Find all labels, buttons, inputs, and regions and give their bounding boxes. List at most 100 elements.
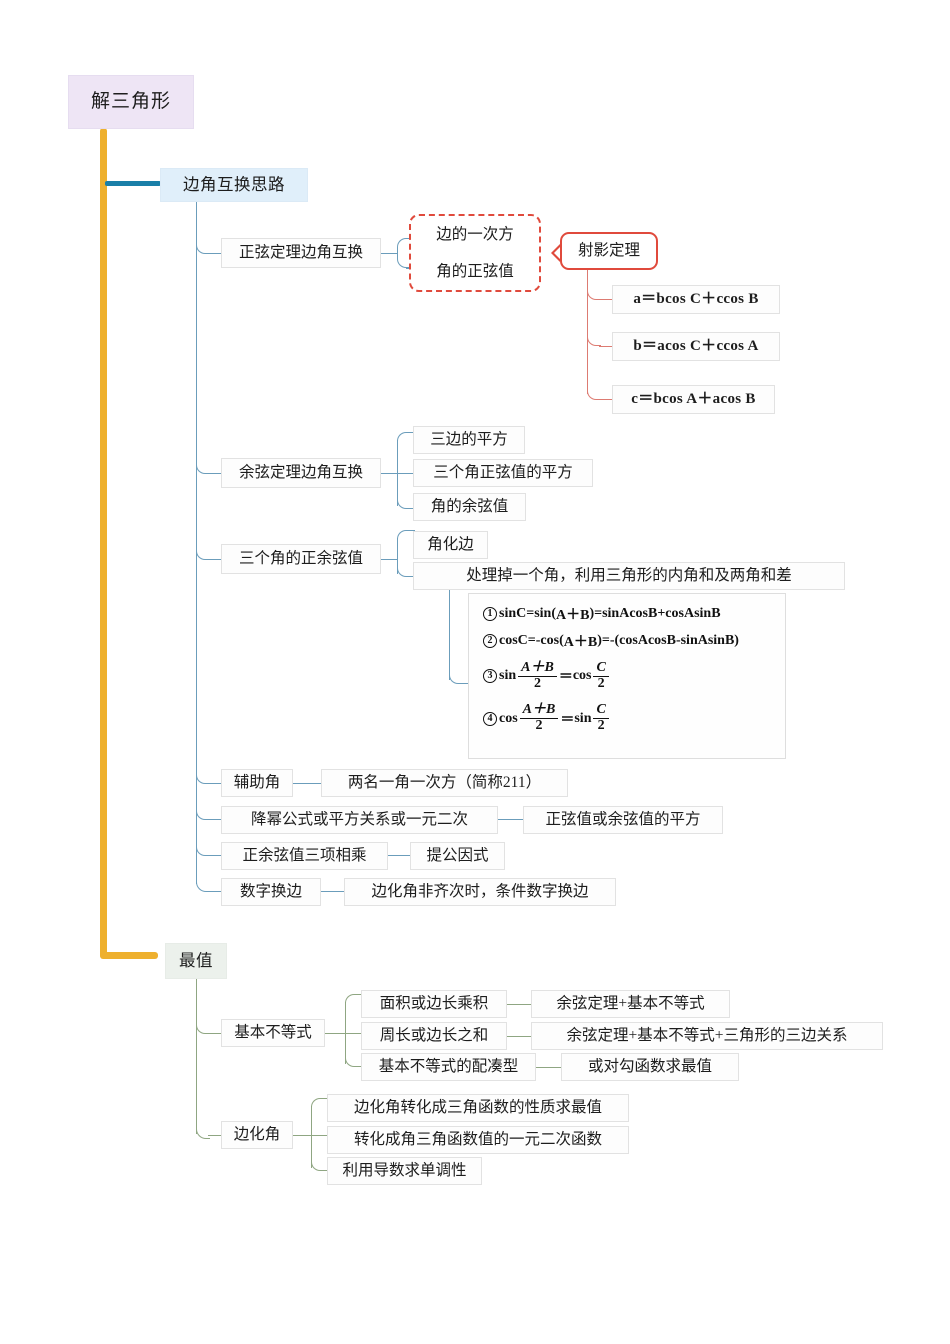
redbox-prong-lower [397,253,410,268]
node-tigongyinshi[interactable]: 提公因式 [410,842,505,870]
formula-projection-b[interactable]: b＝acos C＋ccos A [612,332,780,361]
bianhuajiao-stub-1 [321,1098,329,1100]
formula-projection-c[interactable]: c＝bcos A＋acos B [612,385,775,414]
node-yuxian-label: 余弦定理边角互换 [238,464,363,482]
formula-3-fraction-right: C 2 [593,660,609,691]
zhouchang-link [507,1035,532,1037]
node-mianji-bianchang[interactable]: 面积或边长乘积 [361,990,507,1018]
node-jiaohuabian-label: 角化边 [427,536,474,554]
bianhuajiao-stub-2 [311,1134,329,1136]
bianhuajiao-out-line [293,1134,311,1136]
zhengxian-to-redbox-line [381,252,397,254]
node-jibenbudengshi[interactable]: 基本不等式 [221,1019,325,1047]
formula-3-denominator-2: 2 [597,675,605,691]
mianji-link [507,1003,532,1005]
formula-number-2: 2 [483,634,497,648]
node-bianhuajiao-zhuanhua[interactable]: 边化角转化成三角函数的性质求最值 [327,1094,629,1122]
formula-2-mid: A＋B [563,635,598,650]
node-sanbian-pingfang[interactable]: 三边的平方 [413,426,525,454]
stub-line-bianhuajiao [208,1134,222,1136]
stub-to-fuzhujiao [196,770,214,784]
branch1-spine [196,202,198,884]
redbox-sine-properties[interactable]: 边的一次方 角的正弦值 [409,214,541,292]
formula-4-fraction-right: C 2 [593,703,609,733]
jiangmi-link [498,818,524,820]
node-bianhuajiao[interactable]: 边化角 [221,1121,293,1149]
sheying-stub-1 [587,286,601,300]
node-liangming-yijiao[interactable]: 两名一角一次方（简称211） [321,769,568,797]
formula-1-pre: sinC=sin( [499,606,556,621]
stub-line-jiangmi [210,818,222,820]
node-jiangmi-gongshi[interactable]: 降幂公式或平方关系或一元二次 [221,806,498,834]
bianhuajiao-spine-top [311,1098,323,1110]
node-jiaohuabian[interactable]: 角化边 [413,531,488,559]
formula-2-pre: cosC=-cos( [499,633,564,648]
node-mianji-bianchang-label: 面积或边长乘积 [379,995,489,1013]
node-sangejiao-zhengyuxian[interactable]: 三个角的正余弦值 [221,544,381,574]
node-shuzi-huanbian[interactable]: 数字换边 [221,878,321,906]
formula-box-identities[interactable]: 1 sinC=sin( A＋B )=sinAcosB+cosAsinB 2 co… [468,593,786,759]
root-label: 解三角形 [90,91,171,113]
stub-line-sanxiang [210,854,222,856]
node-zhouchang-bianchang[interactable]: 周长或边长之和 [361,1022,507,1050]
formula-row-1: 1 sinC=sin( A＋B )=sinAcosB+cosAsinB [483,604,771,624]
formula-4-fn2: sin [574,710,592,726]
chulidiao-to-formulabox-spine [449,590,451,680]
root-node[interactable]: 解三角形 [68,75,194,129]
stub-to-jiangmi [196,808,214,820]
node-yuxian-jiben-2-label: 余弦定理+基本不等式+三角形的三边关系 [566,1027,848,1045]
node-sanxiang-xiangcheng[interactable]: 正余弦值三项相乘 [221,842,388,870]
peicou-link [536,1066,562,1068]
node-daoshu-dandiaoxing[interactable]: 利用导数求单调性 [327,1157,482,1185]
formula-3-fn1: sin [499,668,517,684]
redbox-line-2: 角的正弦值 [436,262,514,280]
sanxiang-link [388,854,411,856]
formula-3-fn2: cos [572,668,592,684]
formula-number-4: 4 [483,711,497,726]
stub-line-zhengxian [210,252,222,254]
node-zhengxianzhi-pingfang-label: 正弦值或余弦值的平方 [545,811,701,829]
yuxian-out-line [381,472,397,474]
node-yuxian-jiben-2[interactable]: 余弦定理+基本不等式+三角形的三边关系 [531,1022,883,1050]
formula-4-numerator-2: C [593,703,609,720]
node-sangejiao-zhengxian-pingfang-label: 三个角正弦值的平方 [433,464,573,482]
node-tigongyinshi-label: 提公因式 [426,847,489,865]
formula-projection-a[interactable]: a＝bcos C＋ccos B [612,285,780,314]
node-fuzhujiao[interactable]: 辅助角 [221,769,293,797]
node-jibenbudengshi-label: 基本不等式 [234,1024,312,1042]
node-zhengxian-dingli[interactable]: 正弦定理边角互换 [221,238,381,268]
formula-3-fraction-left: A＋B 2 [518,660,557,691]
formula-4-fraction-left: A＋B 2 [519,703,559,733]
sangejiao-stub-2 [407,575,415,577]
node-bianhuajiao-zhuanhua-label: 边化角转化成三角函数的性质求最值 [353,1099,602,1117]
node-jiao-yuxianzhi[interactable]: 角的余弦值 [413,493,526,521]
node-sangejiao-zhengyuxian-label: 三个角的正余弦值 [238,550,363,568]
node-bianhuajiao-feiqici[interactable]: 边化角非齐次时，条件数字换边 [344,878,616,906]
node-duigou-hanshu[interactable]: 或对勾函数求最值 [561,1053,739,1081]
node-sheying-dingli[interactable]: 射影定理 [560,232,658,270]
yuxian-spine-top [397,432,409,444]
stub-line-sangejiao [210,558,222,560]
node-yuxian-dingli[interactable]: 余弦定理边角互换 [221,458,381,488]
branch1-spine-bottom-curve [196,878,210,892]
branch-zuizhi-node[interactable]: 最值 [165,943,227,979]
formula-row-4: 4 cos A＋B 2 ＝ sin C 2 [483,703,771,733]
stub-to-sangejiao [196,544,214,560]
node-bianhuajiao-label: 边化角 [233,1126,281,1144]
formula-1-post: )=sinAcosB+cosAsinB [589,606,721,621]
trunk-elbow-to-zuizhi [100,952,158,959]
node-chulidiao-yigejiao[interactable]: 处理掉一个角，利用三角形的内角和及两角和差 [413,562,845,590]
node-sangejiao-zhengxian-pingfang[interactable]: 三个角正弦值的平方 [413,459,593,487]
node-zhengxianzhi-pingfang[interactable]: 正弦值或余弦值的平方 [523,806,723,834]
node-zhuanhua-yiyuan-erci[interactable]: 转化成角三角函数值的一元二次函数 [327,1126,629,1154]
node-shuzi-huanbian-label: 数字换边 [239,883,302,901]
branch-bianjiao-node[interactable]: 边角互换思路 [160,168,308,202]
formula-4-equals: ＝ [560,712,575,728]
shuzi-link [321,890,345,892]
node-yuxian-jiben-1[interactable]: 余弦定理+基本不等式 [531,990,730,1018]
node-fuzhujiao-label: 辅助角 [233,774,281,792]
formula-4-fn1: cos [499,710,518,726]
node-sanxiang-xiangcheng-label: 正余弦值三项相乘 [242,847,367,865]
node-peicou-xing[interactable]: 基本不等式的配凑型 [361,1053,536,1081]
